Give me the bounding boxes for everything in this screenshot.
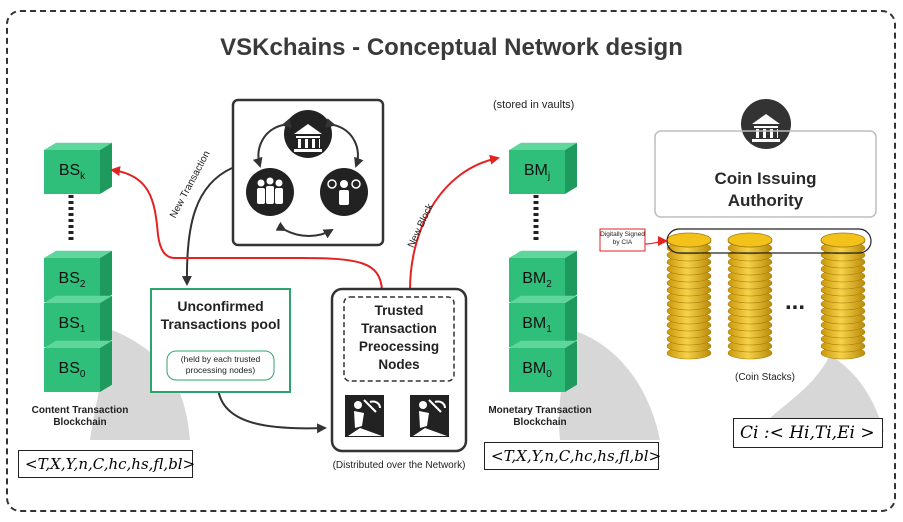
coin-stack: [820, 232, 866, 360]
bs-block-2-label: BS2: [58, 270, 86, 291]
bm-block-0-label: BM0: [522, 360, 552, 381]
bs-block-2: [44, 250, 112, 302]
nodes-title-line2: Transaction: [361, 321, 437, 336]
content-blockchain: [44, 142, 112, 392]
monetary-blockchain: [509, 142, 577, 392]
bs-block-1-label: BS1: [58, 315, 86, 336]
signed-label: Digitally Signed by CIA: [600, 231, 645, 247]
bs-block-0-label: BS0: [58, 360, 86, 381]
bm-block-1-label: BM1: [522, 315, 552, 336]
bm-block-2-label: BM2: [522, 270, 552, 291]
bm-block-0: [509, 340, 577, 392]
monetary-chain-label: Monetary Transaction Blockchain: [480, 405, 600, 429]
nodes-title-line3: Preocessing: [358, 339, 440, 354]
signed-label-line1: Digitally Signed: [600, 231, 645, 238]
pool-note-line2: processing nodes): [185, 365, 256, 375]
pool-title-line1: Unconfirmed: [177, 298, 264, 314]
bm-block-2: [509, 250, 577, 302]
content-chain-label-line1: Content Transaction: [31, 405, 129, 416]
bm-block-top: [509, 142, 577, 194]
coin-stack: [727, 232, 773, 360]
miner-icon: [345, 395, 384, 437]
bs-block-1: [44, 295, 112, 347]
diagram-frame: [6, 10, 896, 512]
miner-icon: [410, 395, 449, 437]
bs-block-0: [44, 340, 112, 392]
coin-stacks-label: (Coin Stacks): [734, 372, 795, 383]
monetary-chain-label-line1: Monetary Transaction: [488, 405, 592, 416]
nodes-distribution-note: (Distributed over the Network): [332, 460, 466, 471]
authority-title-line1: Coin Issuing: [714, 169, 817, 188]
content-chain-callout: [90, 330, 190, 440]
new-transaction-arrow: [181, 167, 233, 286]
monetary-chain-label-line2: Blockchain: [513, 417, 567, 428]
coin-stack: [666, 232, 712, 360]
coin-formula: Ci :< Hi,Ti,Ei >: [733, 418, 883, 448]
pool-to-nodes-arrow: [217, 387, 327, 434]
pool-note-box: [166, 350, 275, 381]
actor-arrow-left: [252, 118, 292, 168]
content-chain-formula: <T,X,Y,n,C,hc,hs,fl,bl>: [18, 450, 195, 478]
authority-box: [654, 130, 877, 218]
content-block-arrow: [110, 166, 383, 291]
pool-note-line1: (held by each trusted: [180, 354, 261, 364]
pool-title-line2: Transactions pool: [160, 316, 281, 332]
signed-callout-arrow: [643, 236, 668, 247]
content-chain-label-line2: Blockchain: [53, 417, 107, 428]
content-chain-label: Content Transaction Blockchain: [20, 405, 140, 429]
vault-note: (stored in vaults): [493, 99, 575, 111]
signed-label-line2: by CIA: [612, 239, 633, 246]
more-stacks-ellipsis: ...: [785, 288, 806, 315]
trusted-nodes-title: Trusted Transaction Preocessing Nodes: [344, 302, 454, 374]
pool-note: (held by each trusted processing nodes): [167, 354, 274, 376]
coin-stacks: [666, 232, 866, 360]
bs-block-top: [44, 142, 112, 194]
actor-arrow-bottom: [275, 221, 334, 239]
monetary-chain-callout: [559, 330, 660, 440]
signed-label-box: [599, 228, 646, 252]
nodes-title-line4: Nodes: [378, 357, 420, 372]
bs-block-top-label: BSk: [58, 162, 86, 183]
authority-title-line2: Authority: [727, 191, 804, 210]
pool-title: Unconfirmed Transactions pool: [151, 297, 290, 333]
new-block-arrow: [409, 154, 500, 291]
monetary-chain-formula: <T,X,Y,n,C,hc,hs,fl,bl>: [484, 442, 661, 470]
coin-stack-callout: [770, 355, 884, 432]
bm-block-1: [509, 295, 577, 347]
diagram-title: VSKchains - Conceptual Network design: [220, 34, 683, 61]
nodes-title-line1: Trusted: [374, 303, 424, 318]
trusted-nodes-inner: [343, 296, 455, 382]
authority-title: Coin Issuing Authority: [655, 168, 876, 212]
bm-block-top-label: BMj: [523, 162, 551, 183]
actor-arrow-right: [325, 118, 364, 168]
